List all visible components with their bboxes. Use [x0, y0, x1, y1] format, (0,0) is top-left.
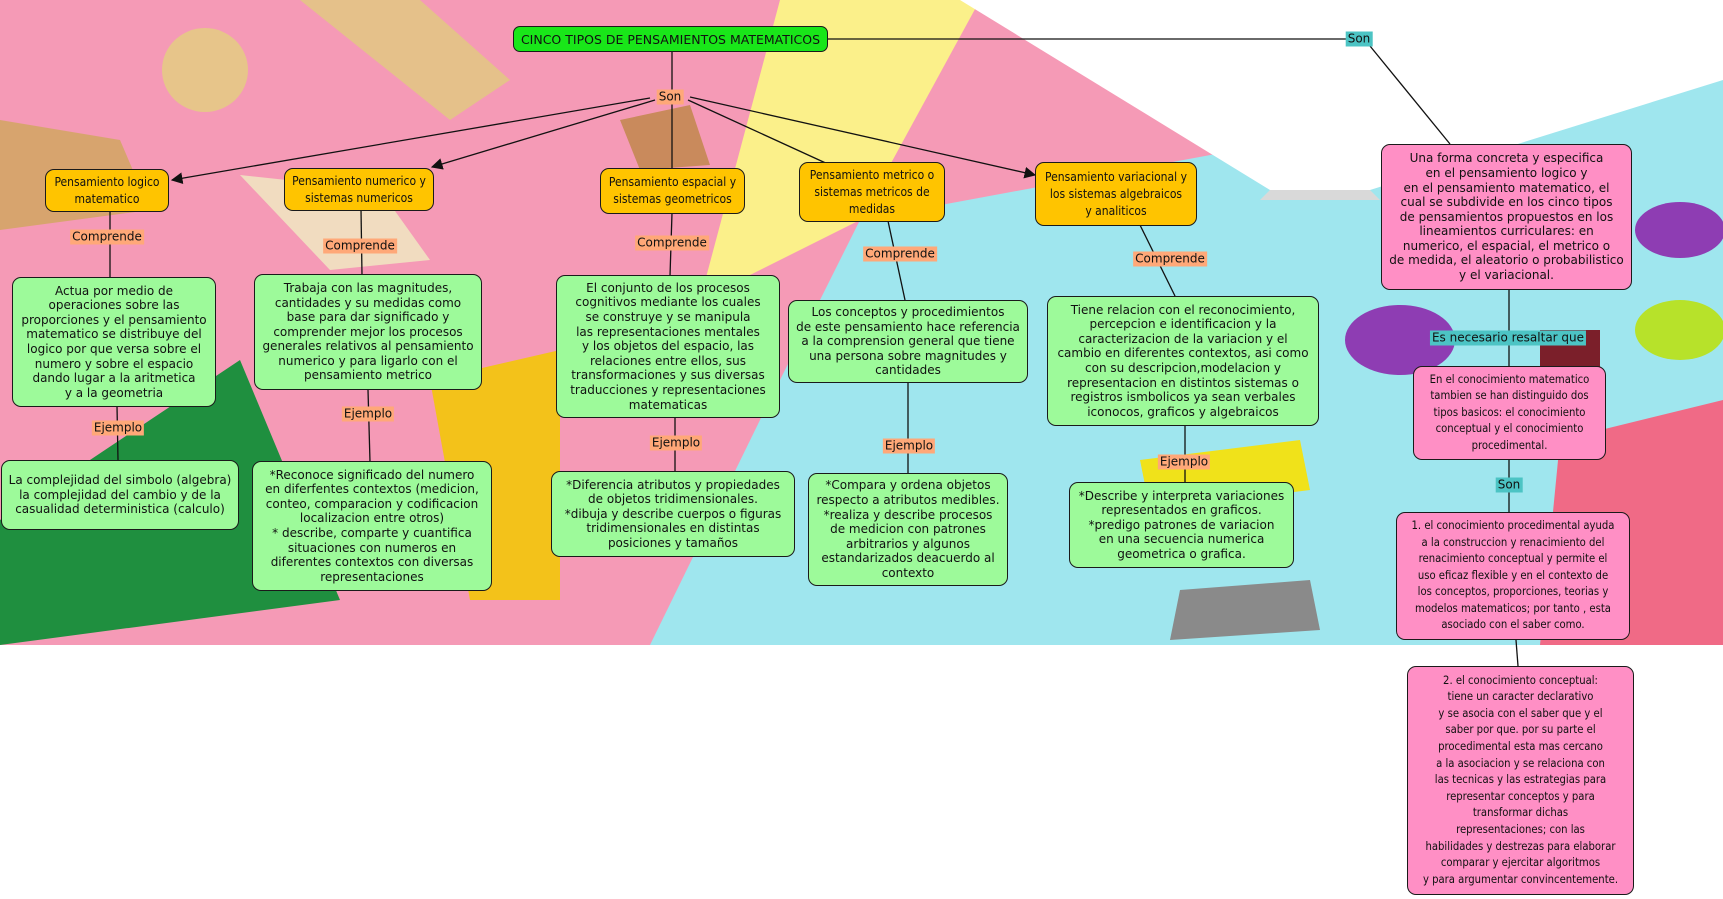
procedural-knowledge-text: 1. el conocimiento procedimental ayuda a… — [1411, 518, 1615, 632]
link-label-son: Son — [656, 89, 684, 105]
description-numerico-text: Trabaja con las magnitudes, cantidades y… — [262, 280, 474, 383]
example-variacional-text: *Describe y interpreta variaciones repre… — [1078, 488, 1285, 561]
category-logico[interactable]: Pensamiento logico matematico — [45, 169, 169, 212]
category-metrico[interactable]: Pensamiento metrico o sistemas metricos … — [799, 162, 945, 222]
example-logico-text: La complejidad del simbolo (algebra) la … — [8, 473, 232, 517]
link-label-son-right: Son — [1345, 31, 1373, 47]
description-logico[interactable]: Actua por medio de operaciones sobre las… — [12, 277, 216, 407]
example-logico[interactable]: La complejidad del simbolo (algebra) la … — [1, 460, 239, 530]
description-numerico[interactable]: Trabaja con las magnitudes, cantidades y… — [254, 274, 482, 390]
link-label-comprende-3: Comprende — [635, 235, 709, 251]
example-metrico-text: *Compara y ordena objetos respecto a atr… — [816, 478, 1000, 580]
example-metrico[interactable]: *Compara y ordena objetos respecto a atr… — [808, 473, 1008, 586]
example-variacional[interactable]: *Describe y interpreta variaciones repre… — [1069, 482, 1294, 568]
description-espacial[interactable]: El conjunto de los procesos cognitivos m… — [556, 275, 780, 418]
category-metrico-label: Pensamiento metrico o sistemas metricos … — [809, 167, 935, 216]
link-label-ejemplo-3: Ejemplo — [649, 435, 703, 451]
example-espacial-text: *Diferencia atributos y propiedades de o… — [564, 477, 782, 550]
knowledge-types-node[interactable]: En el conocimiento matematico tambien se… — [1413, 366, 1606, 460]
category-logico-label: Pensamiento logico matematico — [54, 174, 160, 206]
example-espacial[interactable]: *Diferencia atributos y propiedades de o… — [551, 471, 795, 557]
conceptual-knowledge-node[interactable]: 2. el conocimiento conceptual: tiene un … — [1407, 666, 1634, 895]
root-title-text: CINCO TIPOS DE PENSAMIENTOS MATEMATICOS — [520, 31, 821, 47]
example-numerico[interactable]: *Reconoce significado del numero en dife… — [252, 461, 492, 591]
category-espacial-label: Pensamiento espacial y sistemas geometri… — [608, 175, 737, 206]
link-label-ejemplo-4: Ejemplo — [882, 438, 936, 454]
link-label-comprende-2: Comprende — [323, 238, 397, 254]
definition-text: Una forma concreta y especifica en el pe… — [1389, 151, 1624, 283]
definition-node[interactable]: Una forma concreta y especifica en el pe… — [1381, 144, 1632, 290]
description-variacional-text: Tiene relacion con el reconocimiento, pe… — [1057, 302, 1309, 419]
link-label-ejemplo-5: Ejemplo — [1157, 454, 1211, 470]
description-metrico[interactable]: Los conceptos y procedimientos de este p… — [788, 300, 1028, 383]
link-label-comprende-1: Comprende — [70, 229, 144, 245]
category-numerico[interactable]: Pensamiento numerico y sistemas numerico… — [284, 168, 434, 211]
link-label-comprende-5: Comprende — [1133, 251, 1207, 267]
link-label-ejemplo-1: Ejemplo — [91, 420, 145, 436]
description-logico-text: Actua por medio de operaciones sobre las… — [21, 283, 207, 400]
description-variacional[interactable]: Tiene relacion con el reconocimiento, pe… — [1047, 296, 1319, 426]
category-numerico-label: Pensamiento numerico y sistemas numerico… — [292, 173, 426, 205]
description-espacial-text: El conjunto de los procesos cognitivos m… — [570, 280, 766, 412]
link-label-es-necesario: Es necesario resaltar que — [1429, 330, 1587, 346]
link-label-ejemplo-2: Ejemplo — [341, 406, 395, 422]
category-espacial[interactable]: Pensamiento espacial y sistemas geometri… — [600, 168, 745, 214]
example-numerico-text: *Reconoce significado del numero en dife… — [265, 467, 479, 584]
root-node-title[interactable]: CINCO TIPOS DE PENSAMIENTOS MATEMATICOS — [513, 26, 828, 52]
link-label-son-lower: Son — [1495, 477, 1523, 493]
conceptual-knowledge-text: 2. el conocimiento conceptual: tiene un … — [1422, 673, 1619, 886]
category-variacional-label: Pensamiento variacional y los sistemas a… — [1045, 169, 1187, 218]
link-label-comprende-4: Comprende — [863, 246, 937, 262]
category-variacional[interactable]: Pensamiento variacional y los sistemas a… — [1035, 162, 1197, 226]
knowledge-types-text: En el conocimiento matematico tambien se… — [1429, 372, 1590, 452]
procedural-knowledge-node[interactable]: 1. el conocimiento procedimental ayuda a… — [1396, 512, 1630, 640]
description-metrico-text: Los conceptos y procedimientos de este p… — [796, 305, 1020, 378]
